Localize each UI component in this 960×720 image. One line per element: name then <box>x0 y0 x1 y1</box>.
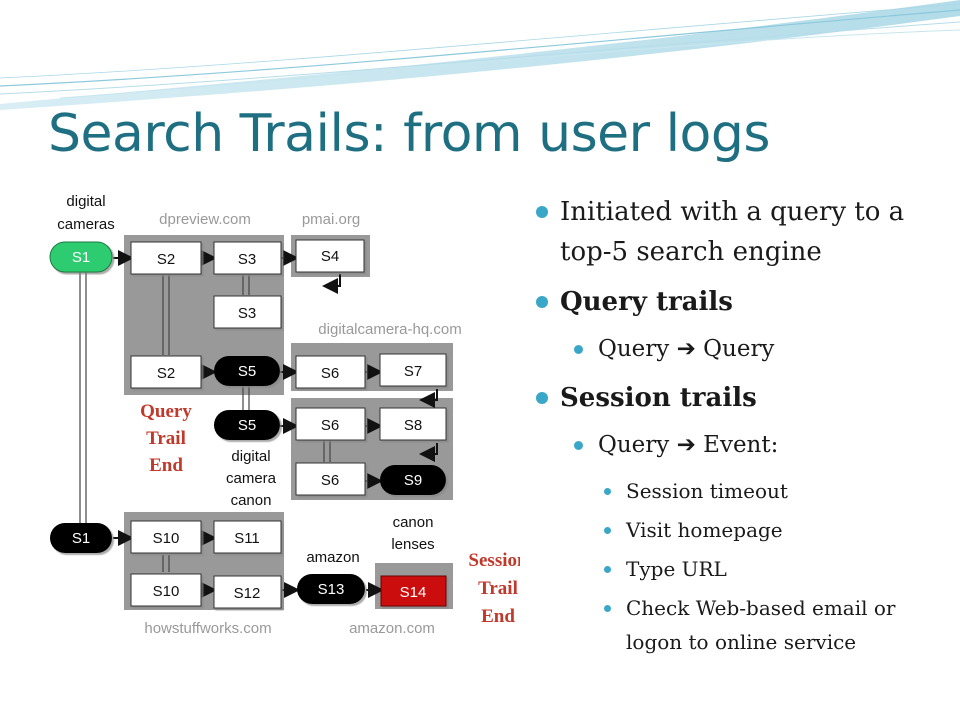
node-s5-a: S5 <box>214 356 280 386</box>
query-label-digital: digital <box>66 193 105 210</box>
svg-text:S2: S2 <box>157 251 175 268</box>
svg-text:S1: S1 <box>72 249 90 266</box>
node-s10-b: S10 <box>130 573 202 607</box>
bullet-dot-icon <box>604 566 611 573</box>
node-s3-mid: S3 <box>213 295 282 329</box>
query-trail-end-line-2: Trail <box>146 428 186 449</box>
bullet-text: Session timeout <box>626 479 788 503</box>
query-label-canon: canon <box>231 492 272 509</box>
svg-text:S9: S9 <box>404 472 422 489</box>
svg-text:S6: S6 <box>321 417 339 434</box>
node-s2-bottom: S2 <box>130 355 202 389</box>
query-label-digital-2: digital <box>231 448 270 465</box>
node-s2-top: S2 <box>130 241 202 275</box>
svg-text:S10: S10 <box>153 530 180 547</box>
sub-bullet-item: Query ➔ Query <box>530 332 950 366</box>
query-trail-end-line-1: Query <box>140 401 192 422</box>
svg-text:S2: S2 <box>157 365 175 382</box>
bullet-text: Query trails <box>560 287 733 317</box>
svg-text:S3: S3 <box>238 251 256 268</box>
bullet-text: Initiated with a query to a top-5 search… <box>560 197 905 267</box>
query-label-camera: camera <box>226 470 277 487</box>
svg-text:S8: S8 <box>404 417 422 434</box>
query-label-canon-2: canon <box>393 514 434 531</box>
svg-text:S10: S10 <box>153 583 180 600</box>
svg-text:S6: S6 <box>321 472 339 489</box>
node-s1-top: S1 <box>49 241 113 273</box>
svg-text:S5: S5 <box>238 417 256 434</box>
search-trails-diagram: S1 S2 S3 S4 S3 S2 S5 S6 S7 S5 S6 S8 <box>49 193 520 637</box>
site-label-pmai: pmai.org <box>302 211 360 228</box>
svg-text:S11: S11 <box>234 530 260 547</box>
sub-sub-bullet-item: Check Web-based email or logon to online… <box>530 591 950 659</box>
bullet-text: Type URL <box>626 557 727 581</box>
node-s6-a: S6 <box>295 355 366 389</box>
svg-text:S13: S13 <box>318 581 345 598</box>
bullet-dot-icon <box>604 527 611 534</box>
session-trail-end-line-3: End <box>481 606 515 627</box>
svg-text:S4: S4 <box>321 248 339 265</box>
svg-text:S3: S3 <box>238 305 256 322</box>
node-s3-top: S3 <box>213 241 282 275</box>
query-label-cameras: cameras <box>57 216 115 233</box>
bullet-item: Initiated with a query to a top-5 search… <box>530 192 950 272</box>
node-s11: S11 <box>213 520 282 554</box>
bullet-text: Query ➔ Event: <box>598 432 779 458</box>
query-label-lenses: lenses <box>391 536 434 553</box>
bullet-text: Session trails <box>560 383 757 413</box>
node-s6-b: S6 <box>295 407 366 441</box>
node-s14: S14 <box>380 575 447 607</box>
site-label-dpreview: dpreview.com <box>159 211 251 228</box>
site-label-digitalcamera-hq: digitalcamera-hq.com <box>318 321 461 338</box>
session-trail-end-line-2: Trail <box>478 578 518 599</box>
node-s9: S9 <box>380 465 446 495</box>
svg-text:S12: S12 <box>234 585 261 602</box>
sub-bullet-item: Query ➔ Event: <box>530 428 950 462</box>
query-label-amazon: amazon <box>306 549 359 566</box>
node-s12: S12 <box>213 575 282 609</box>
node-s7: S7 <box>379 353 447 387</box>
node-s13: S13 <box>297 574 365 604</box>
bullet-item: Session trails <box>530 378 950 418</box>
svg-text:S14: S14 <box>400 584 427 601</box>
sub-sub-bullet-item: Session timeout <box>530 474 950 508</box>
bullet-dot-icon <box>536 296 548 308</box>
node-s8: S8 <box>379 407 447 441</box>
session-trail-end-line-1: Session <box>468 550 520 571</box>
bullet-dot-icon <box>574 345 583 354</box>
svg-text:S5: S5 <box>238 363 256 380</box>
svg-text:S7: S7 <box>404 363 422 380</box>
sub-sub-bullet-item: Type URL <box>530 552 950 586</box>
bullet-item: Query trails <box>530 282 950 322</box>
slide-title: Search Trails: from user logs <box>48 104 770 164</box>
query-trail-end-line-3: End <box>149 455 183 476</box>
node-s5-b: S5 <box>214 410 280 440</box>
site-label-amazon: amazon.com <box>349 620 435 637</box>
bullet-text: Query ➔ Query <box>598 336 775 362</box>
bullet-dot-icon <box>536 392 548 404</box>
bullet-dot-icon <box>604 488 611 495</box>
site-label-howstuffworks: howstuffworks.com <box>144 620 271 637</box>
bullet-dot-icon <box>536 206 548 218</box>
svg-text:S6: S6 <box>321 365 339 382</box>
bullet-list: Initiated with a query to a top-5 search… <box>530 192 950 664</box>
node-s4: S4 <box>295 239 365 273</box>
node-s10-a: S10 <box>130 520 202 554</box>
sub-sub-bullet-item: Visit homepage <box>530 513 950 547</box>
header-swoosh-decoration <box>0 0 960 110</box>
node-s6-c: S6 <box>295 462 366 496</box>
bullet-text: Visit homepage <box>626 518 783 542</box>
node-s1-bottom: S1 <box>50 523 112 553</box>
bullet-text: Check Web-based email or logon to online… <box>626 596 896 654</box>
bullet-dot-icon <box>604 605 611 612</box>
bullet-dot-icon <box>574 441 583 450</box>
svg-text:S1: S1 <box>72 530 90 547</box>
